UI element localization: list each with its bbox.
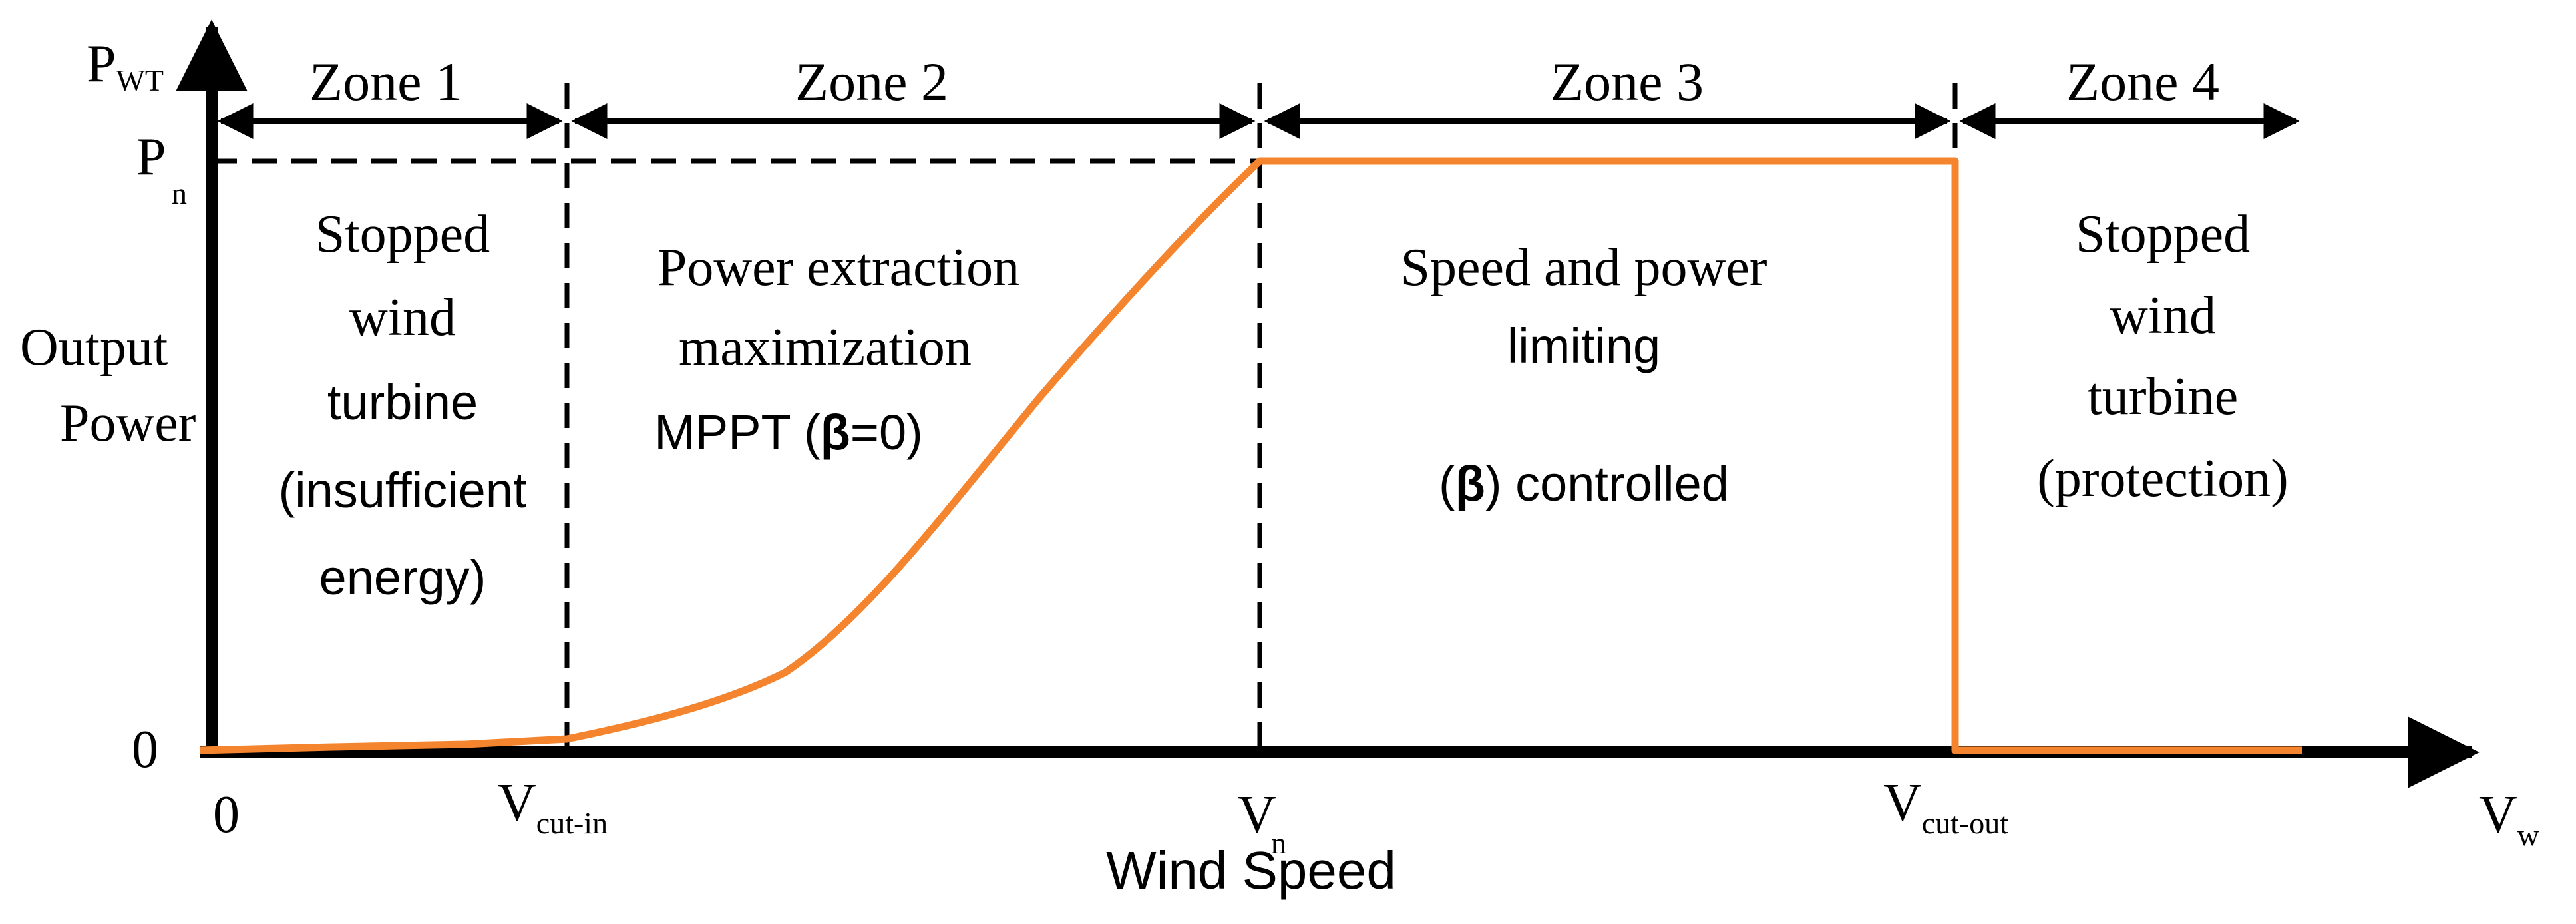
y-axis-symbol: PWT (87, 35, 164, 97)
zone-2-mppt-line: MPPT (β=0) (654, 405, 923, 460)
cut-in-speed-label: Vcut-in (498, 774, 608, 840)
rated-power-subscript: n (172, 176, 187, 210)
y-axis-label-line2: Power (60, 394, 196, 453)
zone-1-title: Zone 1 (309, 51, 462, 112)
rated-speed-label: V (1238, 786, 1276, 844)
zone-3-title: Zone 3 (1551, 51, 1704, 112)
zone-3-line-1: Speed and power (1401, 238, 1767, 297)
zone-4-line-2: wind (2110, 286, 2216, 345)
zone-1-line-3: turbine (327, 375, 478, 430)
zone-4-line-1: Stopped (2076, 205, 2250, 264)
rated-speed-subscript: n (1271, 826, 1286, 860)
x-axis-title: Wind Speed (1106, 841, 1396, 900)
wind-speed-axis-symbol: Vw (2479, 786, 2540, 852)
zone-4-title: Zone 4 (2066, 51, 2219, 112)
power-curve (199, 157, 2302, 754)
zone-1-line-4: (insufficient (279, 463, 527, 518)
zone-1-line-5: energy) (319, 550, 486, 605)
zone-2-line-2: maximization (679, 318, 972, 377)
rated-power-label: P (136, 128, 166, 186)
zone-1-line-1: Stopped (315, 205, 490, 264)
zone-3-line-2: limiting (1507, 318, 1660, 373)
zone-1-line-2: wind (349, 288, 456, 347)
x-axis-origin: 0 (213, 786, 240, 844)
y-axis-zero: 0 (132, 720, 158, 779)
y-axis-label-line1: Output (20, 318, 168, 377)
zone-2-title: Zone 2 (795, 51, 948, 112)
zone-4-line-3: turbine (2088, 367, 2239, 426)
cut-out-speed-label: Vcut-out (1883, 774, 2008, 840)
zone-3-control-line: (β) controlled (1439, 456, 1729, 511)
zone-4-line-4: (protection) (2037, 449, 2289, 508)
zone-2-line-1: Power extraction (657, 238, 1019, 297)
